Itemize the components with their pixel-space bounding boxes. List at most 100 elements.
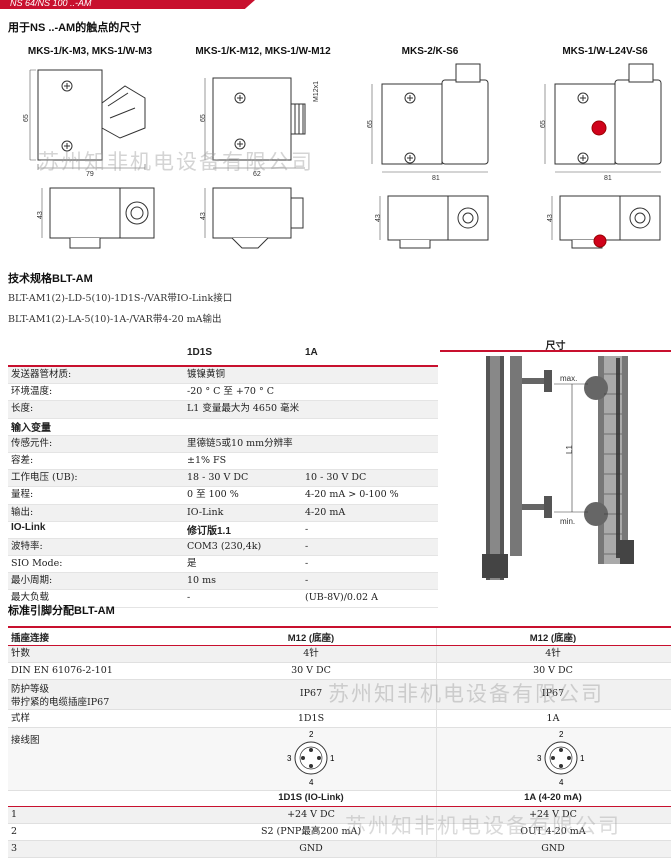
pin-subheader-1a: 1A (4-20 mA) — [524, 792, 582, 803]
spec-table: 1D1S 1A 发送器管材质: 镀镍黄铜 环境温度:-20 ° C 至 +70 °… — [8, 347, 438, 608]
drawing-2-side-view — [212, 77, 306, 161]
spec-label: 传感元件: — [11, 437, 53, 449]
pin-number: 2 — [309, 730, 314, 739]
spec-label: 发送器管材质: — [11, 369, 72, 380]
level-indicator-drawing: max. min. L1 — [482, 356, 634, 580]
spec-value-1: - — [187, 592, 191, 604]
spec-value-2: 4-20 mA > 0-100 % — [305, 489, 399, 501]
spec-value-1: 里德链5或10 mm分辨率 — [187, 437, 293, 449]
svg-text:65: 65 — [540, 120, 547, 128]
watermark: 苏州知非机电设备有限公司 — [345, 814, 621, 838]
spec-label: 最大负载 — [11, 592, 50, 604]
pin-header-label: 插座连接 — [11, 633, 50, 644]
spec-label: 容差: — [11, 454, 34, 466]
pin-row-value-m: 30 V DC — [291, 665, 331, 676]
svg-text:81: 81 — [604, 175, 612, 182]
pin-row-label-2: 带拧紧的电缆插座IP67 — [11, 697, 110, 708]
drawing-3-bottom-view — [387, 195, 489, 249]
contact-drawings: 65 79 43 65 62 43 M12x1 65 81 43 65 81 4… — [23, 63, 662, 249]
dimensions-title: 尺寸 — [440, 337, 671, 352]
pin-row-label: 式样 — [11, 713, 31, 724]
drawing-label-1: MKS-1/K-M3, MKS-1/W-M3 — [27, 46, 153, 57]
svg-text:65: 65 — [367, 120, 374, 128]
spec-row: SIO Mode:是- — [8, 556, 438, 574]
watermark: 苏州知非机电设备有限公司 — [38, 150, 314, 174]
spec-value-1: IO-Link — [187, 506, 224, 518]
pin-row-value-m: 4针 — [303, 648, 319, 659]
spec-value-1: 镀镍黄铜 — [187, 369, 226, 380]
spec-label: 工作电压 (UB): — [11, 472, 78, 484]
drawing-label-2: MKS-1/K-M12, MKS-1/W-M12 — [195, 46, 331, 57]
drawing-label-3: MKS-2/K-S6 — [401, 46, 459, 57]
spec-row: 发送器管材质: 镀镍黄铜 — [8, 367, 438, 385]
svg-text:43: 43 — [547, 214, 554, 222]
spec-row: 输入变量 — [8, 419, 438, 436]
spec-row: 容差: ±1% FS — [8, 453, 438, 471]
pin-subheader-row: 1D1S (IO-Link) 1A (4-20 mA) — [8, 791, 671, 807]
svg-text:43: 43 — [375, 214, 382, 222]
drawing-4-side-view — [554, 63, 662, 165]
spec-row: 环境温度:-20 ° C 至 +70 ° C — [8, 384, 438, 402]
spec-value-1: COM3 (230,4k) — [187, 540, 262, 552]
pin-row-label: 防护等级 — [11, 684, 50, 695]
spec-value-1: L1 变量最大为 4650 毫米 — [187, 403, 300, 415]
spec-label: SIO Mode: — [11, 558, 63, 570]
pin-row-value-r: 4针 — [545, 648, 561, 659]
pin-assign-label: 1 — [11, 809, 18, 820]
drawing-1-bottom-view — [49, 187, 155, 249]
spec-row: 传感元件: 里德链5或10 mm分辨率 — [8, 435, 438, 453]
spec-value-2: (UB-8V)/0.02 A — [305, 592, 378, 604]
dim-max-label: max. — [560, 374, 577, 383]
pin-subheader-1d1s: 1D1S (IO-Link) — [278, 792, 344, 803]
spec-value-2: - — [305, 540, 309, 552]
pin-row-label: DIN EN 61076-2-101 — [11, 665, 113, 676]
spec-value-1: 修订版1.1 — [187, 525, 231, 537]
spec-label: 长度: — [11, 403, 34, 415]
pin-header-m12-1: M12 (底座) — [287, 633, 335, 644]
pin-assign-value-m: S2 (PNP最高200 mA) — [260, 826, 362, 837]
pin-title: 标准引脚分配BLT-AM — [8, 605, 115, 617]
spec-value-1: 0 至 100 % — [187, 489, 239, 501]
pin-number: 3 — [287, 754, 292, 763]
svg-text:43: 43 — [37, 211, 44, 219]
tech-title: 技术规格BLT-AM — [8, 273, 93, 285]
spec-row: 最小周期:10 ms- — [8, 573, 438, 591]
pin-number: 4 — [559, 778, 564, 787]
dim-min-label: min. — [560, 517, 575, 526]
drawing-4-bottom-view — [559, 195, 661, 249]
svg-text:M12x1: M12x1 — [313, 81, 320, 102]
pin-assign-label: 2 — [11, 826, 18, 837]
pin-assign-value-m: +24 V DC — [287, 809, 335, 820]
spec-header-1a: 1A — [305, 347, 318, 358]
pin-row-value-r: IP67 — [541, 688, 565, 699]
spec-value-1: -20 ° C 至 +70 ° C — [187, 386, 275, 398]
pin-number: 4 — [309, 778, 314, 787]
drawing-label-4: MKS-1/W-L24V-S6 — [562, 46, 648, 57]
banner-text: NS 64/NS 100 ..-AM — [10, 0, 92, 8]
pin-assign-row: 1 +24 V DC +24 V DC — [8, 807, 671, 824]
spec-value-2: 4-20 mA — [305, 506, 346, 518]
spec-section-label: 输入变量 — [11, 422, 51, 434]
pin-row-value-m: IP67 — [299, 688, 323, 699]
spec-row: 波特率:COM3 (230,4k)- — [8, 538, 438, 557]
pin-number: 3 — [537, 754, 542, 763]
pin-row: DIN EN 61076-2-101 30 V DC 30 V DC — [8, 663, 671, 680]
spec-value-1: ±1% FS — [187, 454, 227, 466]
pin-row-value-r: 30 V DC — [533, 665, 573, 676]
pin-assign-value-r: OUT 4-20 mA — [520, 826, 586, 837]
drawing-3-side-view — [381, 63, 489, 165]
pin-row-value-m: 1D1S — [297, 713, 325, 724]
pin-number: 1 — [330, 754, 335, 763]
watermark: 苏州知非机电设备有限公司 — [328, 682, 604, 706]
svg-text:65: 65 — [23, 114, 30, 122]
spec-row: 长度: L1 变量最大为 4650 毫米 — [8, 401, 438, 419]
spec-row: 最大负载 - (UB-8V)/0.02 A — [8, 590, 438, 608]
spec-value-2: - — [305, 523, 309, 535]
pin-assign-value-r: GND — [541, 843, 565, 854]
spec-header-row: 1D1S 1A — [8, 347, 438, 367]
connector-pinout-icon-1a: 2 1 4 3 — [537, 730, 585, 787]
pin-row-value-r: 1A — [546, 713, 560, 724]
